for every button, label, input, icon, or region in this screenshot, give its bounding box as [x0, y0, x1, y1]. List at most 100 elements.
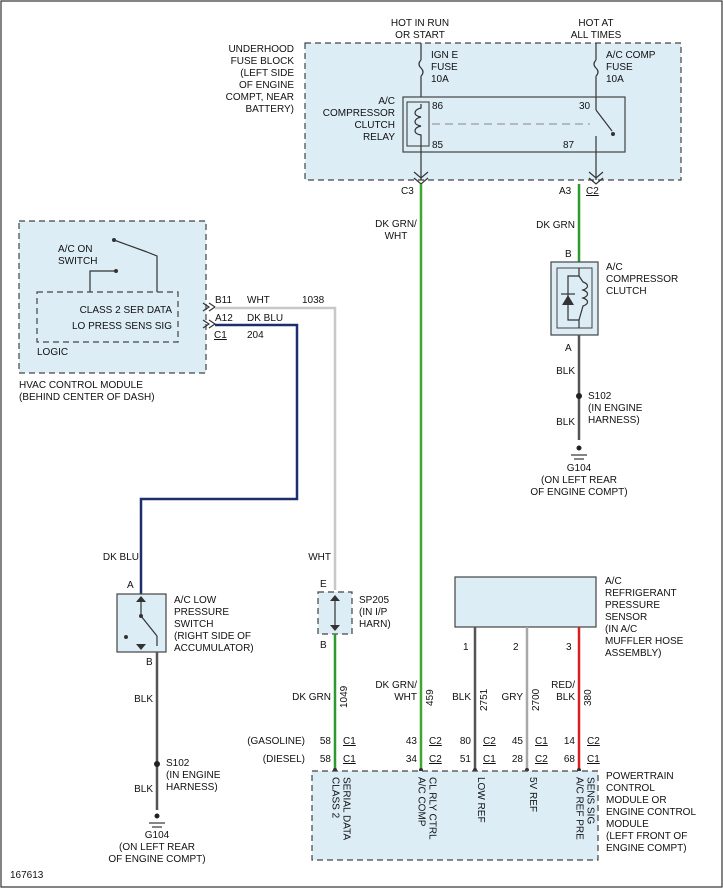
lowpress-blk-label-1: BLK [134, 694, 153, 705]
pcm-pin-connector: C1 [343, 736, 356, 747]
relay-switch-blade [595, 109, 613, 132]
pcm-wire-circuit-2: 459 [425, 689, 436, 706]
lowpress-ground-label-2: (ON LEFT REAR [119, 842, 195, 853]
pcm-pin-connector: C1 [483, 754, 496, 765]
logic-label: LOGIC [37, 347, 68, 358]
hot-run-label-2: OR START [395, 30, 445, 41]
s102-splice-lowpress [154, 761, 160, 767]
pcm-pin-number: 80 [460, 736, 472, 747]
ground-icon-lowpress [149, 813, 165, 828]
pcm-pin-connector: C1 [535, 736, 548, 747]
lowpress-ground-label-3: OF ENGINE COMPT) [108, 854, 205, 865]
lowpress-ground-label-1: G104 [145, 830, 170, 841]
pcm-label-1: POWERTRAIN [606, 771, 674, 782]
pcm-function-label: 5V REF [527, 777, 538, 812]
pcm-wire-color-2a: DK GRN/ [375, 680, 417, 691]
hot-all-label-2: ALL TIMES [571, 30, 622, 41]
pcm-function-label: A/C REF PRE [574, 777, 585, 840]
lowpress-label-4: (RIGHT SIDE OF [174, 631, 251, 642]
pcm-wire-circuit-4: 2700 [531, 688, 542, 711]
pcm-pin-connector: C2 [483, 736, 496, 747]
clutch-ground-label-2: (ON LEFT REAR [541, 475, 617, 486]
pcm-pin-number: 28 [512, 754, 524, 765]
pcm-function-label: SENS SIG [585, 777, 596, 824]
clutch-pin-a: A [565, 343, 572, 354]
lowpress-switch-blade [140, 615, 158, 637]
lo-press-sens-sig-label: LO PRESS SENS SIG [72, 321, 172, 332]
pcm-function-label: LOW REF [475, 777, 486, 823]
pcm-wire-color-5b: BLK [556, 692, 575, 703]
ground-icon-clutch [571, 445, 587, 460]
s102-splice-clutch [576, 393, 582, 399]
fuse-block-label-5: COMPT, NEAR [226, 92, 294, 103]
fuse2-label-3: 10A [606, 74, 624, 85]
lowpress-pin-b: B [146, 657, 153, 668]
wire-dkblu-left-label: DK BLU [103, 552, 139, 563]
ac-low-pressure-switch [116, 593, 167, 653]
wire-wht-label: WHT [247, 295, 270, 306]
lowpress-switch-contact [124, 635, 128, 639]
pcm-pin-connector: C2 [429, 754, 442, 765]
ac-on-switch-label-2: SWITCH [58, 256, 97, 267]
fuse-block-label-6: BATTERY) [245, 104, 294, 115]
fuse-block-label-4: OF ENGINE [239, 80, 294, 91]
relay-coil-box [406, 101, 430, 147]
conn-a3: A3 [559, 186, 572, 197]
ac-on-switch-contact [114, 269, 118, 273]
wire-dkgrnwht-label-1: DK GRN/ [375, 219, 417, 230]
sp205-label-1: SP205 [359, 595, 389, 606]
lowpress-label-2: PRESSURE [174, 607, 229, 618]
sensor-pin-2: 2 [513, 642, 519, 653]
pcm-pin-connector: C1 [587, 754, 600, 765]
hot-run-label-1: HOT IN RUN [391, 18, 449, 29]
pin-c1: C1 [214, 330, 227, 341]
class2-ser-data-label: CLASS 2 SER DATA [80, 305, 173, 316]
wire-1038-label: 1038 [302, 295, 325, 306]
hvac-module-label-1: HVAC CONTROL MODULE [19, 380, 143, 391]
ac-on-switch-blade [113, 239, 148, 253]
lowpress-blk-label-2: BLK [134, 784, 153, 795]
sp205-arrow-up-icon [330, 595, 340, 601]
pcm-pin-number: 58 [320, 736, 332, 747]
pcm-pin-number: 34 [406, 754, 418, 765]
sensor-pin-1: 1 [463, 642, 469, 653]
relay-pin-85: 85 [432, 140, 444, 151]
sensor-pin-3: 3 [566, 642, 572, 653]
pcm-pin-number: 14 [564, 736, 576, 747]
sensor-label-2: REFRIGERANT [605, 588, 677, 599]
clutch-splice-label-2: (IN ENGINE [588, 403, 643, 414]
pcm-label-6: (LEFT FRONT OF [606, 831, 687, 842]
ac-on-switch-lead [146, 251, 158, 292]
clutch-ground-label-1: G104 [567, 463, 592, 474]
pcm-label-4: ENGINE CONTROL [606, 807, 696, 818]
clutch-label-3: CLUTCH [606, 286, 647, 297]
lowpress-arrow-down-icon [136, 644, 146, 650]
sensor-label-1: A/C [605, 576, 622, 587]
pcm-function-label: CLASS 2 [330, 777, 341, 819]
pcm-wire-color-4: GRY [502, 692, 524, 703]
pcm-label-3: MODULE OR [606, 795, 667, 806]
hvac-module-label-2: (BEHIND CENTER OF DASH) [19, 392, 155, 403]
pcm-function-label: CL RLY CTRL [427, 777, 438, 840]
fuse2-label-2: FUSE [606, 62, 633, 73]
conn-c2: C2 [586, 186, 599, 197]
sp205-arrow-down-icon [330, 625, 340, 631]
pcm-function-label: SERIAL DATA [341, 777, 352, 840]
fuse-block-label-1: UNDERHOOD [228, 44, 294, 55]
sp205-pin-e: E [320, 579, 327, 590]
sp205-pin-b: B [320, 640, 327, 651]
sensor-label-5: (IN A/C [605, 624, 637, 635]
lowpress-splice-label-1: S102 [166, 758, 190, 769]
hvac-logic-box [36, 291, 179, 343]
sensor-label-7: ASSEMBLY) [605, 648, 662, 659]
row-diesel-label: (DIESEL) [263, 754, 305, 765]
relay-switch-contact [611, 132, 615, 136]
lowpress-pin-a: A [127, 580, 134, 591]
clutch-label-2: COMPRESSOR [606, 274, 678, 285]
fuse-block-label-2: FUSE BLOCK [231, 56, 295, 67]
wire-dkblu-label: DK BLU [247, 313, 283, 324]
lowpress-splice-label-3: HARNESS) [166, 782, 218, 793]
pcm-pin-connector: C2 [535, 754, 548, 765]
sensor-label-4: SENSOR [605, 612, 647, 623]
